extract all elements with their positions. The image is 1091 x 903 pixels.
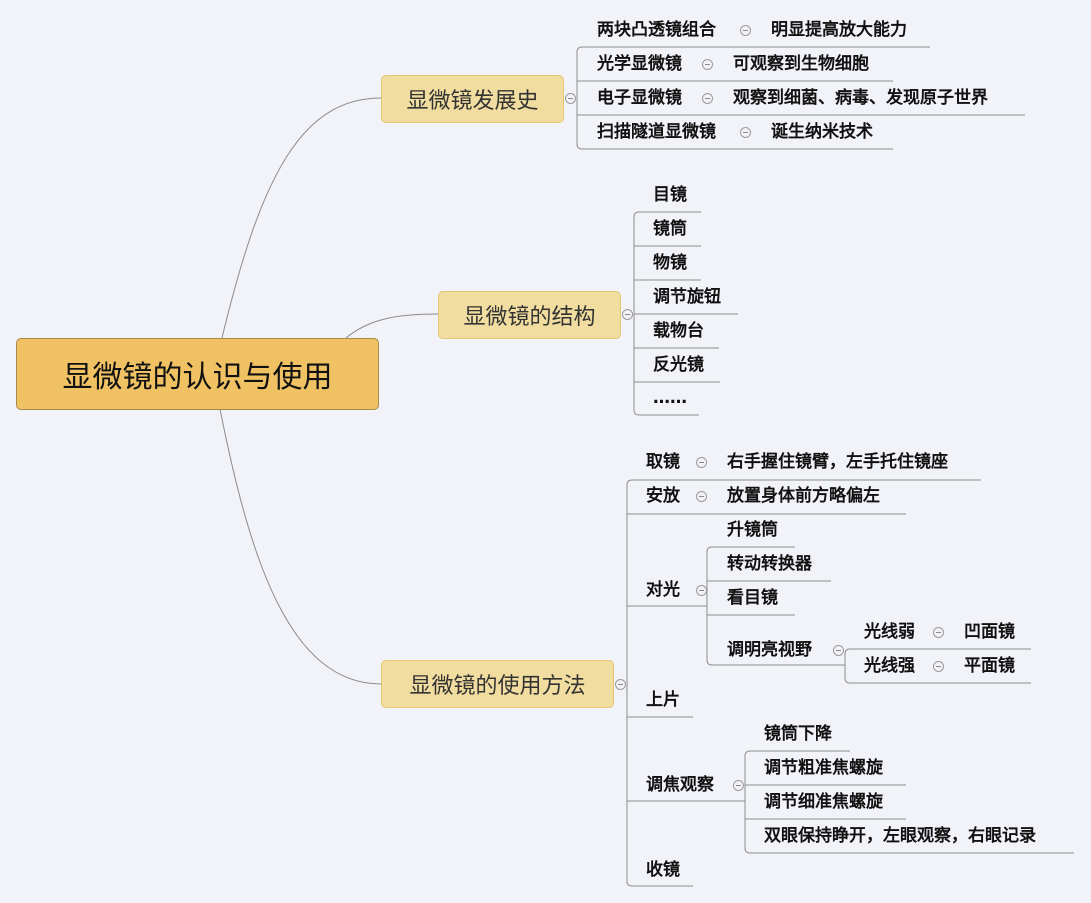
structure-item[interactable]: 镜筒 xyxy=(653,219,687,239)
usage-step-light[interactable]: 对光 xyxy=(646,580,680,600)
mirror-flat[interactable]: 平面镜 xyxy=(964,656,1015,676)
branch-usage[interactable]: 显微镜的使用方法 xyxy=(381,660,614,708)
collapse-icon[interactable] xyxy=(702,59,713,70)
usage-step-take[interactable]: 取镜 xyxy=(646,452,680,472)
history-item[interactable]: 两块凸透镜组合 xyxy=(597,20,716,40)
connector xyxy=(345,313,439,339)
collapse-icon[interactable] xyxy=(833,645,844,656)
light-item[interactable]: 看目镜 xyxy=(727,588,778,608)
mirror-concave[interactable]: 凹面镜 xyxy=(964,622,1015,642)
light-item[interactable]: 转动转换器 xyxy=(727,554,812,574)
usage-detail[interactable]: 右手握住镜臂，左手托住镜座 xyxy=(727,452,948,472)
light-strong[interactable]: 光线强 xyxy=(864,656,915,676)
history-item[interactable]: 电子显微镜 xyxy=(597,88,682,108)
root-topic[interactable]: 显微镜的认识与使用 xyxy=(16,338,379,410)
focus-item[interactable]: 调节粗准焦螺旋 xyxy=(764,758,883,778)
history-detail[interactable]: 诞生纳米技术 xyxy=(771,122,873,142)
usage-step-focus[interactable]: 调焦观察 xyxy=(646,775,714,795)
connector xyxy=(626,479,981,887)
light-weak[interactable]: 光线弱 xyxy=(864,622,915,642)
collapse-icon[interactable] xyxy=(733,780,744,791)
usage-step-place[interactable]: 安放 xyxy=(646,486,680,506)
usage-detail[interactable]: 放置身体前方略偏左 xyxy=(727,486,880,506)
structure-item[interactable]: 调节旋钮 xyxy=(653,287,721,307)
collapse-icon[interactable] xyxy=(933,661,944,672)
collapse-icon[interactable] xyxy=(622,309,633,320)
connector xyxy=(744,750,1074,854)
collapse-icon[interactable] xyxy=(933,627,944,638)
branch-history[interactable]: 显微镜发展史 xyxy=(381,75,564,123)
focus-item[interactable]: 双眼保持睁开，左眼观察，右眼记录 xyxy=(764,826,1036,846)
connector xyxy=(706,546,845,666)
collapse-icon[interactable] xyxy=(696,585,707,596)
history-detail[interactable]: 可观察到生物细胞 xyxy=(733,54,869,74)
light-item[interactable]: 升镜筒 xyxy=(727,520,778,540)
collapse-icon[interactable] xyxy=(615,679,626,690)
connector xyxy=(219,408,382,685)
connector xyxy=(576,46,930,150)
structure-item[interactable]: 物镜 xyxy=(653,253,687,273)
collapse-icon[interactable] xyxy=(702,93,713,104)
history-detail[interactable]: 观察到细菌、病毒、发现原子世界 xyxy=(733,88,988,108)
light-adjust[interactable]: 调明亮视野 xyxy=(727,640,812,660)
focus-item[interactable]: 调节细准焦螺旋 xyxy=(764,792,883,812)
collapse-icon[interactable] xyxy=(565,93,576,104)
usage-step-slide[interactable]: 上片 xyxy=(646,690,680,710)
structure-item[interactable]: 反光镜 xyxy=(653,355,704,375)
connector xyxy=(221,97,382,339)
branch-structure[interactable]: 显微镜的结构 xyxy=(438,291,621,339)
history-item[interactable]: 扫描隧道显微镜 xyxy=(597,122,716,142)
collapse-icon[interactable] xyxy=(740,25,751,36)
history-item[interactable]: 光学显微镜 xyxy=(597,54,682,74)
collapse-icon[interactable] xyxy=(696,491,707,502)
structure-item[interactable]: 载物台 xyxy=(653,321,704,341)
collapse-icon[interactable] xyxy=(740,127,751,138)
focus-item[interactable]: 镜筒下降 xyxy=(764,724,832,744)
structure-item[interactable]: …… xyxy=(653,388,687,408)
structure-item[interactable]: 目镜 xyxy=(653,185,687,205)
collapse-icon[interactable] xyxy=(696,457,707,468)
usage-step-store[interactable]: 收镜 xyxy=(646,860,680,880)
history-detail[interactable]: 明显提高放大能力 xyxy=(771,20,907,40)
connector xyxy=(844,648,1031,684)
